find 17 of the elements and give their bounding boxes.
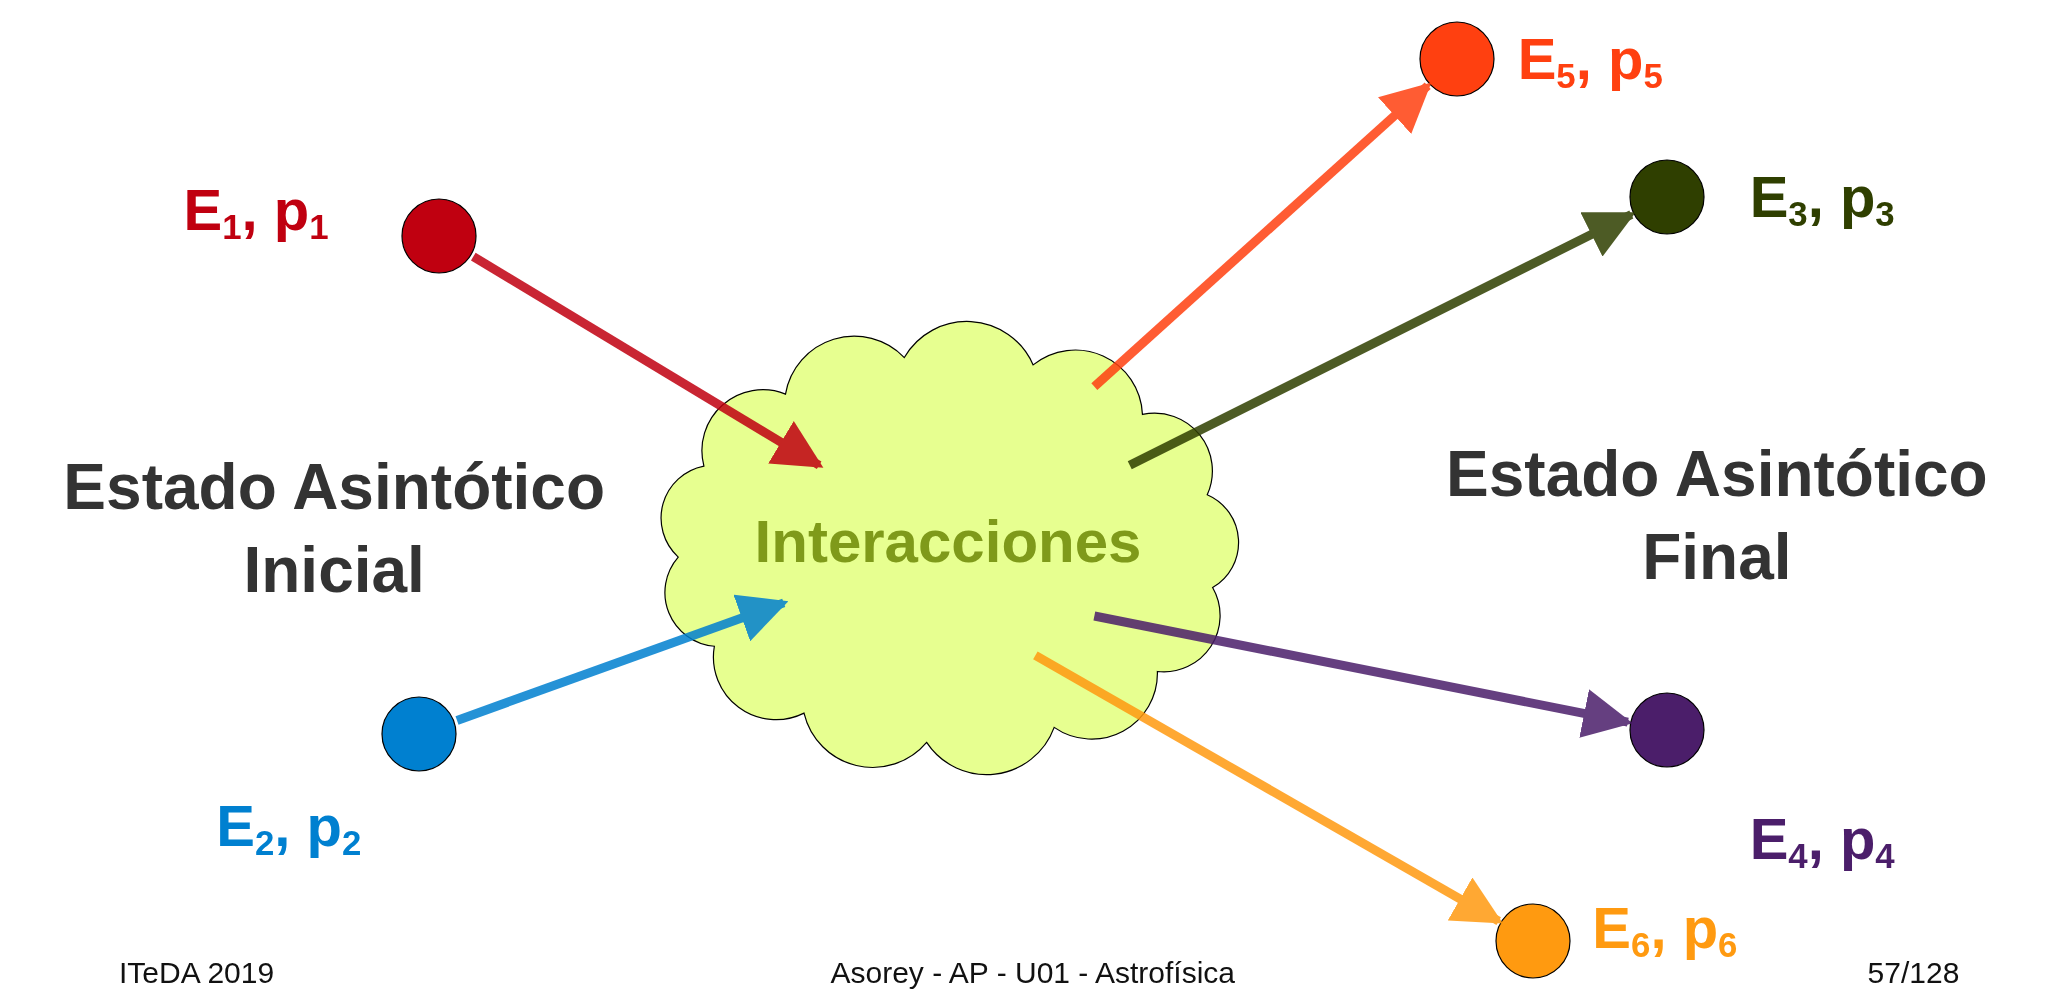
state-label: Estado Asintótico Final — [1445, 437, 1989, 596]
page-number: 57/128 — [1866, 956, 1961, 991]
state-label: Estado Asintótico Inicial — [62, 450, 606, 609]
arrow — [455, 594, 789, 725]
energy-momentum-label: E$_{1}$, p$_{1}$ — [183, 180, 329, 245]
arrow — [471, 252, 824, 470]
footer-text: Asorey - AP - U01 - Astrofísica — [829, 956, 1237, 991]
footer-text: ITeDA 2019 — [118, 956, 276, 991]
energy-momentum-label: E$_{3}$, p$_{3}$ — [1749, 167, 1895, 232]
cloud-label: Interacciones — [753, 507, 1143, 576]
arrow — [1033, 651, 1503, 925]
arrow — [1091, 82, 1432, 390]
energy-momentum-label: E$_{6}$, p$_{6}$ — [1592, 898, 1738, 963]
energy-momentum-label: E$_{5}$, p$_{5}$ — [1517, 29, 1663, 94]
arrow — [1127, 210, 1636, 470]
energy-momentum-label: E$_{4}$, p$_{4}$ — [1749, 809, 1895, 874]
energy-momentum-label: E$_{2}$, p$_{2}$ — [216, 796, 362, 861]
